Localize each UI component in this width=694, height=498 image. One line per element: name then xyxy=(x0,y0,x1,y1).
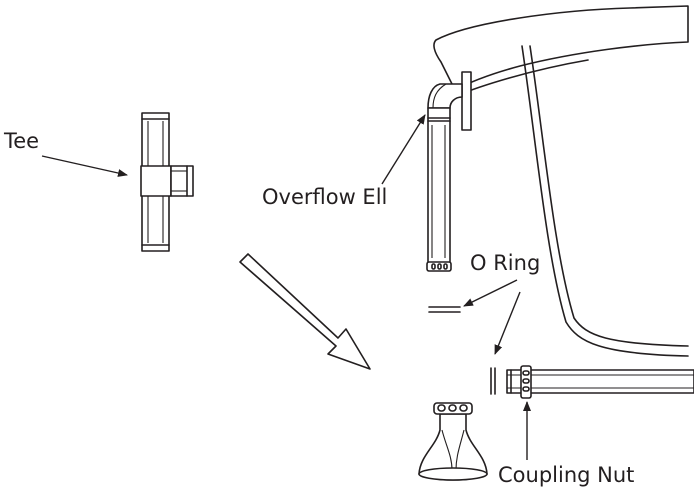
tub-wall-outer xyxy=(521,45,689,357)
o-ring-leader-arrow-upper xyxy=(463,279,518,307)
tub-rim xyxy=(433,5,689,91)
tee-label: Tee xyxy=(3,129,39,153)
overflow-ell-leader-arrow xyxy=(381,114,426,185)
o-ring-label: O Ring xyxy=(470,251,540,275)
coupling-nut-label: Coupling Nut xyxy=(498,463,634,487)
drain-pipe xyxy=(506,369,694,394)
drain-fitting xyxy=(418,402,488,481)
overflow-ell xyxy=(426,71,472,272)
bathtub xyxy=(433,5,689,357)
o-ring-leader-arrow-right xyxy=(494,291,521,355)
tee-fitting xyxy=(140,112,194,252)
tub-wall-inner xyxy=(529,45,689,347)
o-ring-right xyxy=(490,367,496,395)
tee-leader-arrow xyxy=(41,155,128,177)
leader-lines xyxy=(41,114,531,460)
overflow-ell-label: Overflow Ell xyxy=(262,185,387,209)
assembly-direction-arrow xyxy=(239,253,371,370)
coupling-nut xyxy=(520,365,532,399)
o-ring-upper xyxy=(428,306,461,313)
